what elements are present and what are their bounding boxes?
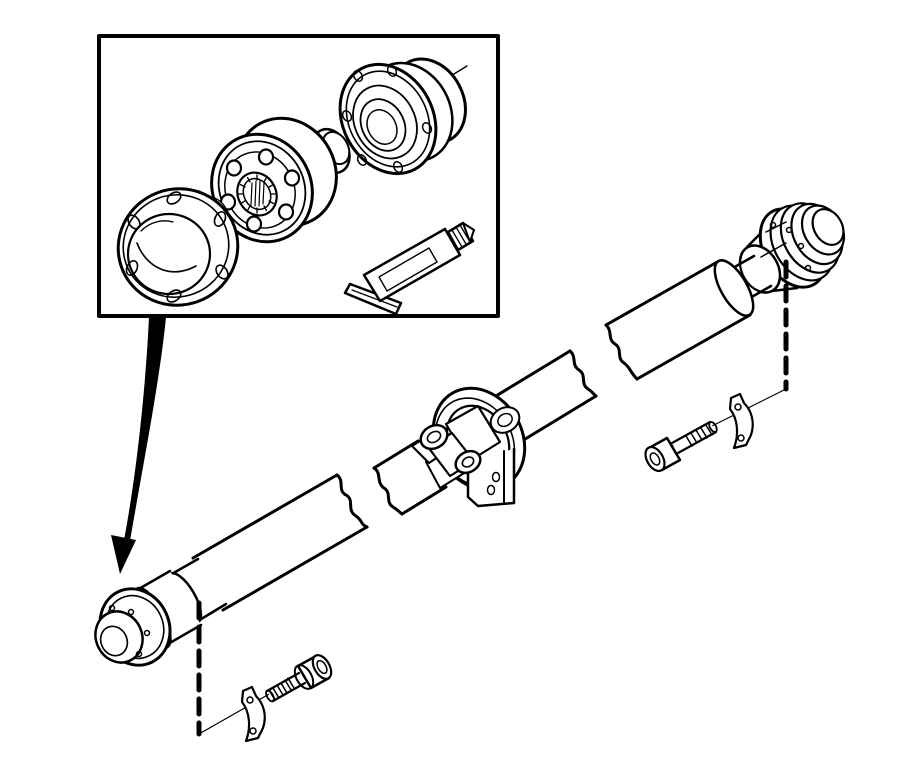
front-tube: Front shaft tube [191, 473, 369, 612]
rear-fastener-callout: Retainer plate Socket-head bolt [644, 259, 789, 473]
cover-plate: Cover plate [116, 187, 240, 307]
cv-joint: Constant-velocity joint [210, 116, 338, 244]
front-fastener-callout: Retainer plate Socket-head bolt [196, 600, 333, 743]
rear-cv-joint: Rear CV joint [738, 202, 846, 294]
rear-retainer-plate: Retainer plate [728, 392, 754, 450]
front-bolt: Socket-head bolt [265, 654, 333, 703]
universal-joint: Universal joint [372, 404, 502, 516]
rear-bolt: Socket-head bolt [644, 420, 718, 473]
grease-tube: Grease tube [343, 221, 475, 316]
front-flange: Front flange assembly [94, 557, 228, 667]
callout-arrow: Detail callout arrow [111, 317, 166, 574]
companion-flange: Companion flange [338, 57, 467, 176]
rear-tube: Rear shaft tube [604, 259, 755, 381]
inset-detail-box: CV joint detail view Companion flange Ga… [97, 34, 500, 318]
front-retainer-plate: Retainer plate [240, 685, 266, 743]
inset-border [97, 34, 500, 318]
driveshaft: Rear CV joint [94, 202, 846, 667]
